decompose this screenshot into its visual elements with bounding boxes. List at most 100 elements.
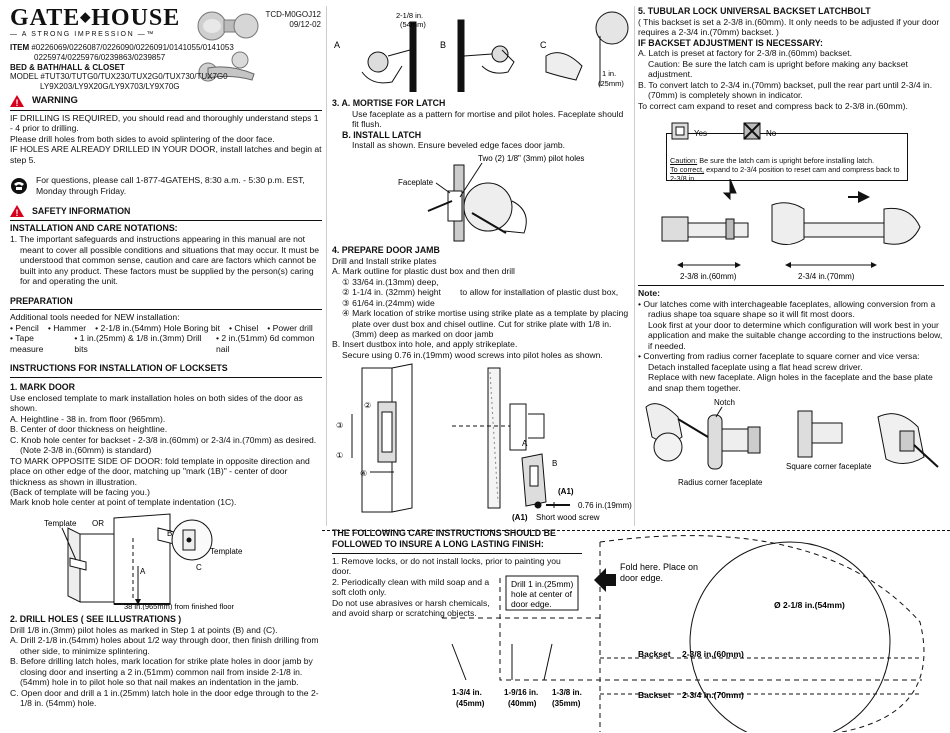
safety-heading: ! SAFETY INFORMATION [10,205,322,218]
step4-m1: 33/64 in.(13mm) deep, [352,276,439,287]
fig1-a-label: A [140,567,146,576]
drill-b-icon [457,19,515,92]
latch-install-icon [427,162,527,242]
divider-right [634,6,635,526]
note-p4: Detach installed faceplate using a flat … [648,361,863,372]
door-jamb-wood-icon [452,367,545,509]
fig1-template2-label: Template [210,547,243,556]
column-middle: A 2-1/8 in. (54mm) B C 1 in. (25mm) 3. A… [332,6,632,619]
jamb-icon [361,363,413,513]
notch-label: Notch [714,398,735,407]
step1-title: 1. MARK DOOR [10,381,76,392]
step4-b2: Secure using 0.76 in.(19mm) wood screws … [342,349,603,360]
tool-item: • Chisel [228,322,259,333]
step5-a2: Caution: Be sure the latch cam is uprigh… [648,58,908,80]
door-edge-detail-icon [171,519,213,561]
adjustment-title: IF BACKSET ADJUSTMENT IS NECESSARY: [638,37,823,48]
fold-arrow-icon [594,568,616,592]
square-faceplate-icon [797,410,939,468]
drill-holes-illustration: A 2-1/8 in. (54mm) B C 1 in. (25mm) [334,11,629,92]
cam-no-icon [743,122,761,141]
step4-m3: 61/64 in.(24mm) wide [352,297,435,308]
item-block: ITEM #0226069/0226087/0226090/0226091/01… [10,43,234,92]
drill-note-2: hole at center of [511,589,573,599]
cam-yes-label: Yes [694,129,707,138]
screw-text: Short wood screw [536,513,600,522]
backset1-label: Backset [638,649,671,659]
item-label: ITEM [10,43,30,52]
step4-a: A. Mark outline for plastic dust box and… [332,266,515,277]
step5-a1: A. Latch is preset at factory for 2-3/8 … [638,48,852,59]
step1-line: (Back of template will be facing you.) [10,486,150,497]
step2-line: A. Drill 2-1/8 in.(54mm) holes about 1/2… [10,635,319,656]
divider-left [326,6,327,526]
warning-title: WARNING [32,95,78,107]
drilling-template: Fold here. Place on door edge. Drill 1 i… [442,535,925,732]
step4-sub: Drill and Install strike plates [332,255,437,266]
latch-dim-1: 2-3/8 in.(60mm) [680,272,737,281]
fig2-b-label: B [440,40,446,50]
thickness-3-mm: (35mm) [552,699,581,708]
phone-icon [11,177,27,194]
step5-title: 5. TUBULAR LOCK UNIVERSAL BACKSET LATCHB… [638,6,871,16]
tool-item: • 1 in.(25mm) & 1/8 in.(3mm) Drill bits [74,333,202,354]
mortise-latch-illustration: Two (2) 1/8" (3mm) pilot holes Faceplate [398,154,584,242]
step2-title: 2. DRILL HOLES ( SEE ILLUSTRATIONS ) [10,613,182,624]
thickness-2-mm: (40mm) [508,699,537,708]
step1-line: C. Knob hole center for backset - 2-3/8 … [10,434,317,445]
column-left: GATE◆HOUSE — A STRONG IMPRESSION —™ TCD-… [10,6,322,709]
strike-plate-icon [521,453,547,508]
fig1-c-label: C [196,563,202,572]
door-frame-right-icon [113,513,175,605]
brand-logo: GATE◆HOUSE [10,6,322,30]
step1-line: A. Heightline - 38 in. from floor (965mm… [10,413,166,424]
step2-line: B. Before drilling latch holes, mark loc… [10,656,313,688]
wood-screw-icon [534,501,570,509]
step1-line: (Note 2-3/8 in.(60mm) is standard) [20,445,152,456]
step2-line: C. Open door and drill a 1 in.(25mm) lat… [10,687,319,709]
tool-item: • Tape measure [10,333,44,354]
step3-title-b: B. INSTALL LATCH [342,129,422,140]
warning-line-1: IF DRILLING IS REQUIRED, you should read… [10,113,319,134]
strike-plate-illustration: ② ③ ① ④ A B (A1) 0.76 in.(19mm) (A1) Sho… [336,363,632,522]
fold-text-2: door edge. [620,573,663,583]
notations-text: 1. The important safeguards and instruct… [10,234,320,287]
thickness-3: 1-3/8 in. [552,688,582,697]
screw-dim: 0.76 in.(19mm) [578,501,632,510]
lever-photo-icon [198,51,255,82]
drill-note-3: door edge. [511,599,552,609]
brand-left: GATE [10,5,81,31]
fig1-floor-label: 38 in.(965mm) from finished floor [124,602,235,610]
fig1-or-label: OR [92,519,104,528]
thickness-2: 1-9/16 in. [504,688,538,697]
step3-text-a: Use faceplate as a pattern for mortise a… [352,108,624,130]
screwdriver-hand-icon [645,403,709,462]
step3-title-a: 3. A. MORTISE FOR LATCH [332,98,446,108]
tool-item: • Hammer [47,322,87,333]
warning-triangle-icon: ! [10,95,24,107]
safety-title: SAFETY INFORMATION [32,206,131,217]
step5-c1: To correct cam expand to reset and compr… [638,100,908,111]
tagline-text: A STRONG IMPRESSION [21,31,135,38]
pilot-holes-label: Two (2) 1/8" (3mm) pilot holes [478,154,584,163]
radius-faceplate-icon [707,414,761,470]
lockset-photos [197,11,259,82]
cam-status-icons: Yes No [671,122,777,141]
product-name: BED & BATH/HALL & CLOSET [10,62,125,72]
safety-triangle-icon: ! [10,205,24,218]
step5-b1: B. To convert latch to 2-3/4 in.(70mm) b… [638,79,933,101]
model-label: MODEL [10,72,39,82]
latch-70mm-icon [771,191,921,269]
cut-line [322,530,950,531]
circle-1: ② [364,401,371,410]
note-p2: Look first at your door to determine whi… [648,319,943,351]
contact-block: For questions, please call 1-877-4GATEHS… [10,175,322,196]
tool-item: • Power drill [267,322,313,333]
note-p3: • Converting from radius corner faceplat… [638,351,920,362]
step5-intro: ( This backset is set a 2-3/8 in.(60mm).… [638,16,940,38]
step4-m2-note: to allow for installation of plastic dus… [460,287,619,298]
thickness-1-mm: (45mm) [456,699,485,708]
care-line-3: Do not use abrasives or harsh chemicals,… [332,597,490,619]
item-numbers-1: #0226069/0226087/0226090/0226091/0141055… [31,43,234,52]
brand-tagline: — A STRONG IMPRESSION —™ [10,31,155,38]
